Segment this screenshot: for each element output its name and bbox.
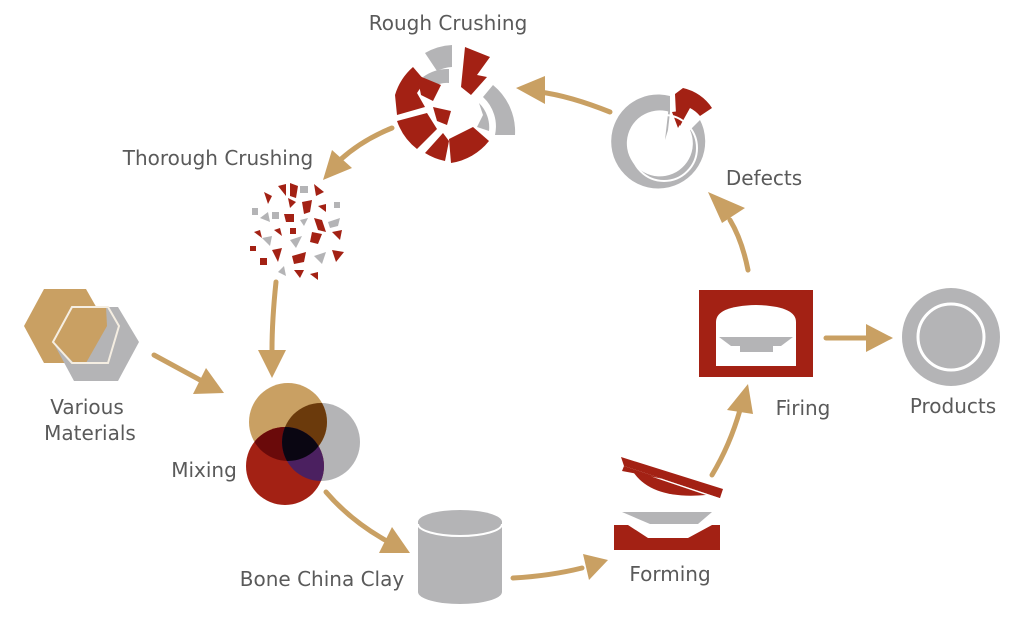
kiln-icon: [699, 290, 813, 377]
arrow-mixing-to-clay: [323, 489, 410, 553]
arrow-rough-to-thorough-crushing: [323, 125, 395, 180]
label-firing: Firing: [776, 396, 831, 420]
shattered-plate-icon: [395, 45, 516, 163]
venn-circles-icon: [246, 383, 360, 505]
label-bone-china-clay: Bone China Clay: [240, 567, 405, 591]
press-mold-icon: [614, 457, 723, 550]
arrow-clay-to-forming: [510, 554, 608, 581]
label-rough-crushing: Rough Crushing: [369, 11, 528, 35]
label-mixing: Mixing: [171, 458, 237, 482]
label-thorough-crushing: Thorough Crushing: [122, 146, 313, 170]
label-products: Products: [910, 394, 996, 418]
label-defects: Defects: [726, 166, 802, 190]
label-various-materials-line2: Materials: [44, 421, 136, 445]
plate-icon: [902, 288, 1000, 386]
arrow-firing-to-defects: [708, 192, 751, 273]
arrow-defects-to-rough-crushing: [516, 76, 613, 115]
cracked-plate-icon: [611, 88, 712, 189]
hexagons-icon: [24, 289, 139, 381]
arrow-materials-to-mixing: [151, 352, 224, 394]
arrow-thorough-crushing-to-mixing: [258, 279, 286, 378]
label-forming: Forming: [629, 562, 710, 586]
fragments-icon: [250, 183, 344, 280]
cylinder-icon: [417, 510, 503, 604]
arrow-forming-to-firing: [709, 384, 753, 478]
arrow-firing-to-products: [823, 324, 893, 352]
label-various-materials-line1: Various: [50, 395, 124, 419]
